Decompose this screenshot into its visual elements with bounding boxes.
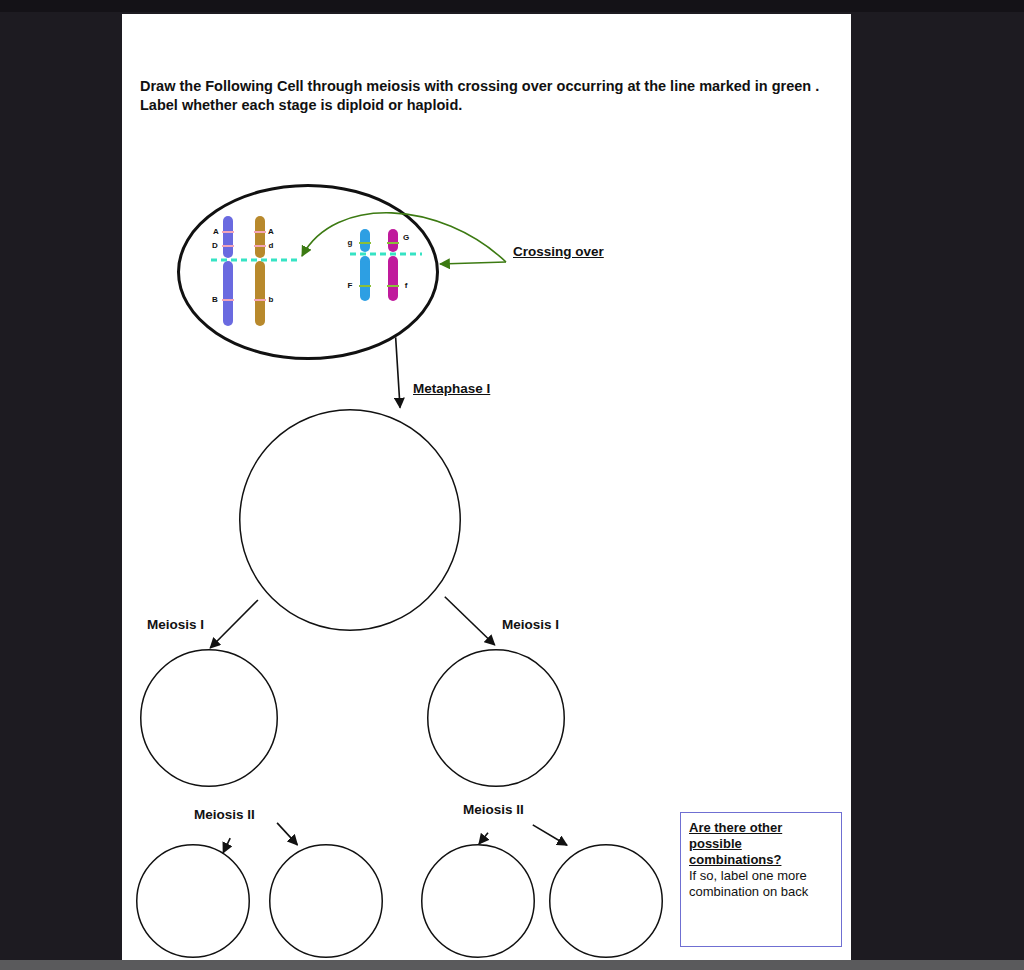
gene-letter: b (269, 296, 274, 304)
chromosome (223, 216, 233, 258)
gene-letter: f (405, 282, 408, 290)
gene-band (387, 242, 399, 244)
cell-outline (239, 409, 461, 631)
gene-letter: d (269, 242, 274, 250)
question-box: Are there other possible combinations?If… (680, 812, 842, 947)
cell-outline (427, 649, 565, 787)
window-bar (0, 960, 1024, 970)
question-heading: Are there other possible combinations? (689, 820, 833, 868)
chromosome (360, 256, 370, 301)
cell-outline (549, 844, 663, 958)
gene-band (254, 245, 266, 247)
question-body: If so, label one more combination on bac… (689, 868, 833, 900)
chromosome (388, 229, 398, 252)
gene-band (254, 299, 266, 301)
stage-arrow (445, 597, 495, 645)
stage-arrow (533, 825, 567, 845)
stage-label: Meiosis I (502, 618, 559, 633)
stage-arrow (396, 337, 400, 407)
crossover-line (350, 253, 422, 256)
cell-outline (269, 844, 383, 958)
stage-arrow (277, 823, 297, 845)
stage-label: Metaphase I (413, 382, 490, 397)
gene-letter: B (212, 296, 218, 304)
gene-letter: A (268, 228, 274, 236)
gene-band (359, 242, 371, 244)
gene-letter: D (212, 242, 218, 250)
gene-band (254, 231, 266, 233)
gene-band (387, 285, 399, 287)
stage-label: Meiosis I (147, 618, 204, 633)
metaphase-cell (239, 409, 461, 631)
cell-membrane (270, 845, 383, 958)
cell-membrane (137, 845, 250, 958)
leader-arrow (440, 262, 506, 264)
crossover-line (211, 259, 297, 262)
gamete-cell (421, 844, 535, 958)
chromosome (223, 261, 233, 326)
gamete-cell (136, 844, 250, 958)
cell-membrane (428, 650, 565, 787)
daughter-cell (427, 649, 565, 787)
window-bar (0, 0, 1024, 12)
gene-band (222, 231, 234, 233)
cell-membrane (179, 186, 438, 359)
callout-label: Crossing over (513, 245, 604, 260)
gene-letter: G (403, 234, 409, 242)
stage-arrow (210, 600, 258, 648)
chromosome (388, 256, 398, 301)
gamete-cell (269, 844, 383, 958)
stage-label: Meiosis II (463, 803, 524, 818)
stage-arrow (223, 838, 230, 853)
gene-band (222, 245, 234, 247)
cell-membrane (240, 410, 461, 631)
cell-outline (177, 184, 439, 360)
gamete-cell (549, 844, 663, 958)
cell-outline (136, 844, 250, 958)
cell-membrane (141, 650, 278, 787)
gene-letter: F (348, 282, 353, 290)
cell-outline (140, 649, 278, 787)
gene-letter: A (213, 228, 219, 236)
stage-arrow (479, 833, 488, 844)
gene-letter: g (348, 239, 353, 247)
chromosome (255, 261, 265, 326)
worksheet-title: Draw the Following Cell through meiosis … (140, 77, 820, 115)
cell-membrane (422, 845, 535, 958)
chromosome (360, 229, 370, 252)
parent-cell: ADBAdbgFGf (177, 184, 439, 360)
gene-band (222, 299, 234, 301)
leader-arrow (302, 213, 506, 262)
daughter-cell (140, 649, 278, 787)
cell-membrane (550, 845, 663, 958)
gene-band (359, 285, 371, 287)
stage-label: Meiosis II (194, 808, 255, 823)
chromosome (255, 216, 265, 258)
cell-outline (421, 844, 535, 958)
